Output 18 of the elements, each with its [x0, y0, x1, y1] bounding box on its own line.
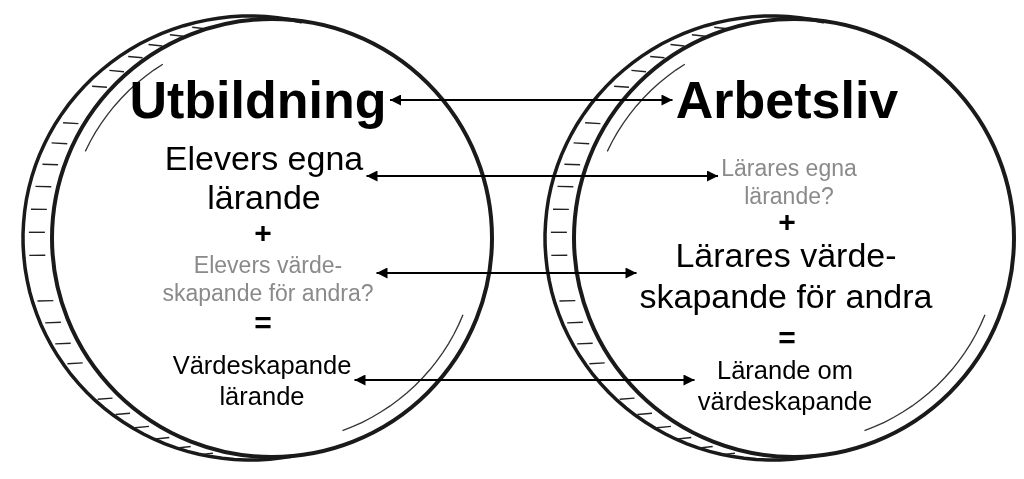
node-text: Elevers värde- skapande för andra?: [161, 251, 375, 307]
double-arrow: [354, 374, 695, 386]
plus-sign: +: [253, 220, 273, 246]
plus-sign: +: [777, 209, 797, 235]
node-text: Lärande om värdeskapande: [696, 354, 874, 417]
double-arrow: [376, 267, 637, 279]
node-text: Lärares värde- skapande för andra: [638, 235, 934, 317]
heading: Utbildning: [128, 70, 388, 130]
node-text: Elevers egna lärande: [163, 138, 365, 217]
coin-circle: [542, 12, 1018, 464]
double-arrow: [366, 170, 718, 182]
node-text: Lärares egna lärande?: [720, 154, 858, 210]
equals-sign: =: [777, 325, 797, 351]
coin-circle: [20, 12, 496, 464]
equals-sign: =: [253, 310, 273, 336]
heading: Arbetsliv: [674, 70, 900, 130]
node-text: Värdeskapande lärande: [171, 349, 353, 412]
double-arrow: [390, 94, 673, 106]
